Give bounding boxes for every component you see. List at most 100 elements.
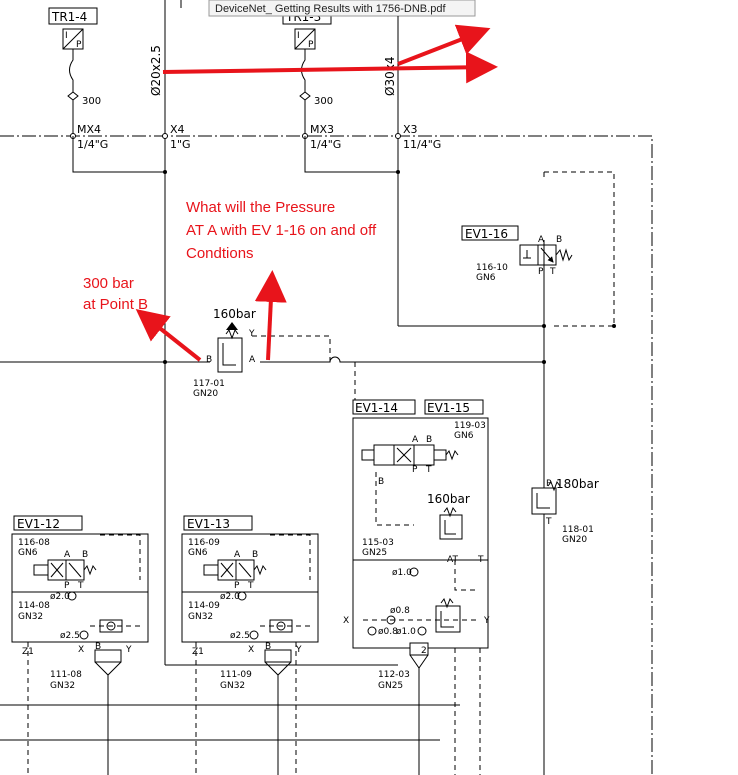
svg-text:111-08: 111-08 bbox=[50, 670, 82, 680]
ev1-13-label: EV1-13 bbox=[187, 517, 230, 531]
svg-text:B: B bbox=[82, 550, 88, 560]
ev1-16-label: EV1-16 bbox=[465, 227, 508, 241]
svg-text:116-09: 116-09 bbox=[188, 538, 220, 548]
svg-text:B: B bbox=[426, 435, 432, 445]
question-line-3: Condtions bbox=[186, 245, 254, 262]
svg-text:T: T bbox=[545, 517, 552, 527]
svg-text:B: B bbox=[556, 235, 562, 245]
svg-text:T: T bbox=[477, 555, 484, 565]
svg-text:114-08: 114-08 bbox=[18, 601, 50, 611]
svg-text:116-08: 116-08 bbox=[18, 538, 50, 548]
svg-text:B: B bbox=[206, 355, 212, 365]
port-mx3: MX3 bbox=[310, 123, 334, 136]
svg-text:ø1.0: ø1.0 bbox=[396, 627, 416, 637]
tr1-4-label: TR1-4 bbox=[51, 10, 87, 24]
svg-text:GN32: GN32 bbox=[18, 612, 43, 622]
svg-text:2: 2 bbox=[421, 646, 427, 656]
svg-text:I: I bbox=[297, 31, 300, 41]
svg-text:112-03: 112-03 bbox=[378, 670, 410, 680]
relief-180-label: 180bar bbox=[556, 477, 599, 491]
svg-text:116-10: 116-10 bbox=[476, 263, 508, 273]
svg-text:GN25: GN25 bbox=[362, 548, 387, 558]
svg-text:117-01: 117-01 bbox=[193, 379, 225, 389]
ev1-15-label: EV1-15 bbox=[427, 401, 470, 415]
valve-block-ev1-12: EV1-12 116-08 GN6 A B P T 114-08 GN32 ø2… bbox=[11, 515, 149, 691]
svg-text:X: X bbox=[78, 645, 84, 655]
svg-text:T: T bbox=[77, 581, 84, 591]
svg-text:ø2.0: ø2.0 bbox=[50, 592, 70, 602]
svg-text:118-01: 118-01 bbox=[562, 525, 594, 535]
check-valve-300-b: 300 bbox=[314, 96, 333, 107]
pipe-size-30: Ø30x4 bbox=[383, 57, 397, 96]
svg-text:X: X bbox=[248, 645, 254, 655]
svg-text:P: P bbox=[234, 581, 240, 591]
svg-text:ø2.5: ø2.5 bbox=[230, 631, 250, 641]
svg-text:P: P bbox=[546, 479, 552, 489]
ev14-relief-label: 160bar bbox=[427, 492, 470, 506]
svg-text:AT: AT bbox=[447, 555, 458, 565]
svg-text:A: A bbox=[234, 550, 241, 560]
svg-text:ø0.8: ø0.8 bbox=[378, 627, 398, 637]
relief-160-label: 160bar bbox=[213, 307, 256, 321]
svg-text:GN6: GN6 bbox=[188, 548, 208, 558]
red-arrow-2 bbox=[397, 24, 491, 66]
svg-text:GN32: GN32 bbox=[50, 681, 75, 691]
svg-text:B: B bbox=[252, 550, 258, 560]
svg-text:P: P bbox=[412, 465, 418, 475]
question-annotation: What will the Pressure AT A with EV 1-16… bbox=[186, 199, 377, 262]
question-line-1: What will the Pressure bbox=[186, 199, 335, 216]
svg-text:GN6: GN6 bbox=[454, 431, 474, 441]
svg-text:A: A bbox=[538, 235, 545, 245]
point-b-line-1: 300 bar bbox=[83, 275, 134, 292]
svg-text:A: A bbox=[412, 435, 419, 445]
pdf-tooltip: DeviceNet_ Getting Results with 1756-DNB… bbox=[208, 0, 476, 17]
port-mx3-size: 1/4"G bbox=[310, 138, 341, 151]
svg-text:B: B bbox=[265, 642, 271, 652]
svg-text:P: P bbox=[64, 581, 70, 591]
svg-text:P: P bbox=[308, 40, 314, 50]
svg-text:A: A bbox=[64, 550, 71, 560]
svg-text:X: X bbox=[343, 616, 349, 626]
svg-text:T: T bbox=[247, 581, 254, 591]
red-arrow-1 bbox=[162, 51, 498, 84]
port-x3: X3 bbox=[403, 123, 418, 136]
svg-text:B: B bbox=[378, 477, 384, 487]
port-x4: X4 bbox=[170, 123, 185, 136]
svg-text:T: T bbox=[425, 465, 432, 475]
svg-text:119-03: 119-03 bbox=[454, 421, 486, 431]
svg-text:GN32: GN32 bbox=[188, 612, 213, 622]
question-line-2: AT A with EV 1-16 on and off bbox=[186, 222, 377, 239]
port-mx4-size: 1/4"G bbox=[77, 138, 108, 151]
svg-text:Y: Y bbox=[295, 645, 302, 655]
valve-block-ev1-13: EV1-13 116-09 GN6 A B P T 114-09 GN32 ø2… bbox=[181, 515, 319, 691]
relief-valve-180bar: 180bar P T 118-01 GN20 bbox=[531, 172, 599, 545]
point-b-line-2: at Point B bbox=[83, 296, 148, 313]
block-boundary bbox=[0, 135, 653, 775]
svg-text:P: P bbox=[76, 40, 82, 50]
check-valve-300-a: 300 bbox=[82, 96, 101, 107]
red-arrow-point-b bbox=[135, 309, 202, 362]
svg-text:I: I bbox=[65, 31, 68, 41]
port-x3-size: 11/4"G bbox=[403, 138, 441, 151]
red-arrow-point-a bbox=[254, 270, 287, 361]
svg-text:GN32: GN32 bbox=[220, 681, 245, 691]
svg-text:111-09: 111-09 bbox=[220, 670, 252, 680]
port-x4-size: 1"G bbox=[170, 138, 191, 151]
svg-text:A: A bbox=[249, 355, 256, 365]
pressure-transducer-tr1-4: TR1-4 I P 300 bbox=[48, 7, 101, 136]
svg-text:Z1: Z1 bbox=[192, 647, 204, 657]
svg-text:Y: Y bbox=[248, 329, 255, 339]
port-mx4: MX4 bbox=[77, 123, 101, 136]
point-b-annotation: 300 bar at Point B bbox=[83, 275, 148, 313]
svg-text:ø2.0: ø2.0 bbox=[220, 592, 240, 602]
svg-text:ø2.5: ø2.5 bbox=[60, 631, 80, 641]
svg-text:Y: Y bbox=[125, 645, 132, 655]
tooltip-text: DeviceNet_ Getting Results with 1756-DNB… bbox=[215, 3, 446, 15]
svg-text:114-09: 114-09 bbox=[188, 601, 220, 611]
svg-text:T: T bbox=[549, 267, 556, 277]
svg-text:115-03: 115-03 bbox=[362, 538, 394, 548]
pipe-size-20: Ø20x2.5 bbox=[149, 45, 163, 96]
relief-valve-160bar: 160bar Y B A 117-01 GN20 bbox=[193, 307, 331, 399]
